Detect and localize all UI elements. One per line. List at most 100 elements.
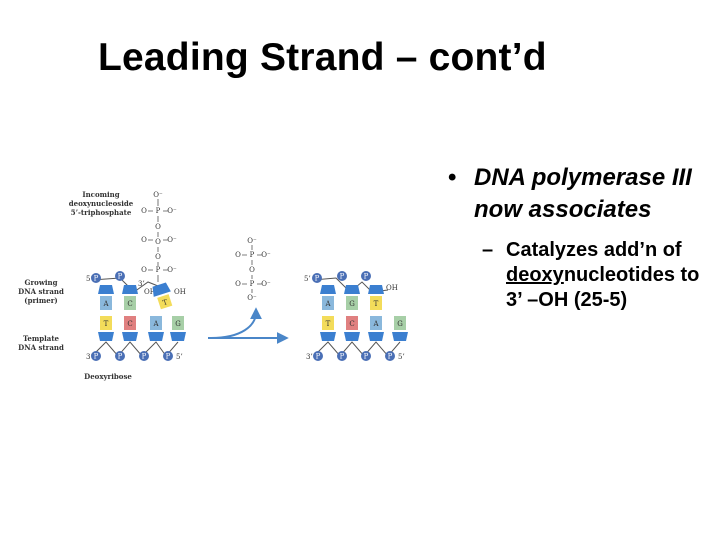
oxygen: O <box>235 280 241 288</box>
phosphate-circle <box>361 351 371 361</box>
base-label: T <box>162 298 169 307</box>
pyrophosphate: O⁻ O P O⁻ O O P O⁻ O⁻ <box>235 237 271 302</box>
deoxyribose-sugar <box>98 332 114 341</box>
thymine-base <box>100 316 112 330</box>
cytosine-base <box>124 316 136 330</box>
oxygen-minus: O⁻ <box>167 236 177 244</box>
base-label: T <box>374 300 379 308</box>
base-label: G <box>349 300 355 308</box>
incoming-nucleotide-label: Incoming deoxynucleoside 5’-triphosphate <box>69 190 134 217</box>
triphosphate-chain: O⁻ O P O⁻ O O O O⁻ O O P O⁻ <box>141 191 177 282</box>
phosphate-circle <box>91 273 101 283</box>
end-5prime-label: 5’ <box>398 353 405 361</box>
adenine-base <box>150 316 162 330</box>
oxygen-minus: O⁻ <box>153 191 163 199</box>
phosphate-circle <box>361 271 371 281</box>
deoxyribose-sugar <box>368 332 384 341</box>
oxygen-minus: O⁻ <box>167 207 177 215</box>
cytosine-base <box>346 316 358 330</box>
oxygen-minus: O⁻ <box>247 237 257 245</box>
deoxyribose-sugar <box>344 285 360 294</box>
phosphate-circle <box>139 351 149 361</box>
deoxyribose-sugar <box>170 332 186 341</box>
end-5prime-label: 5’ <box>86 275 93 283</box>
thymine-base <box>370 296 382 310</box>
thymine-base <box>157 294 173 310</box>
deoxyribose-sugar <box>344 332 360 341</box>
label-incoming-line1: Incoming <box>82 190 119 199</box>
bullet-item: • DNA polymerase III now associates <box>448 162 716 226</box>
base-label: G <box>397 320 403 328</box>
adenine-base <box>370 316 382 330</box>
phosphorus: P <box>250 251 255 259</box>
base-label: T <box>104 320 109 328</box>
sub-bullet-item: – Catalyzes add’n of deoxynucleotides to… <box>482 238 716 313</box>
phosphate-label: P <box>316 353 321 361</box>
hydroxyl-label: OH <box>144 288 156 296</box>
phosphate-circle <box>337 351 347 361</box>
phosphate-circle <box>312 273 322 283</box>
oxygen: O <box>235 251 241 259</box>
phosphate-label: P <box>340 353 345 361</box>
phosphate-label: P <box>142 353 147 361</box>
release-arrow-icon <box>210 307 262 339</box>
sub-bullet-text-underlined: deoxy <box>506 264 564 286</box>
phosphate-label: P <box>364 273 369 281</box>
deoxyribose-sugar <box>392 332 408 341</box>
phosphate-label: P <box>94 275 99 283</box>
bullet-list: • DNA polymerase III now associates – Ca… <box>448 162 716 313</box>
deoxyribose-sugar <box>98 285 114 294</box>
oxygen-minus: O⁻ <box>261 280 271 288</box>
adenine-base <box>100 296 112 310</box>
guanine-base <box>124 296 136 310</box>
deoxyribose-sugar <box>148 332 164 341</box>
phosphate-circle <box>313 351 323 361</box>
hydroxyl-label: OH <box>386 284 398 292</box>
oxygen: O <box>249 266 255 274</box>
base-label: G <box>175 320 181 328</box>
growing-strand-label: Growing DNA strand (primer) <box>18 278 64 305</box>
sub-bullet-text-suffix: nucleotides to 3’ –OH (25-5) <box>506 264 700 311</box>
deoxyribose-sugar <box>320 285 336 294</box>
oxygen: O <box>141 236 147 244</box>
hydroxyl-label: OH <box>174 288 186 296</box>
label-incoming-line2: deoxynucleoside <box>69 199 134 208</box>
phosphorus: P <box>156 266 161 274</box>
oxygen: O <box>141 266 147 274</box>
phosphate-circle <box>115 271 125 281</box>
sub-bullet-text-prefix: Catalyzes add’n of <box>506 239 682 261</box>
base-label: A <box>152 320 159 328</box>
oxygen: O <box>155 238 161 246</box>
deoxyribose-sugar <box>122 285 138 294</box>
sub-bullet-dash-icon: – <box>482 239 494 261</box>
phosphate-label: P <box>364 353 369 361</box>
phosphate-label: P <box>118 353 123 361</box>
oxygen: O <box>155 223 161 231</box>
deoxyribose-sugar <box>320 332 336 341</box>
phosphate-label: P <box>388 353 393 361</box>
deoxyribose-label: Deoxyribose <box>84 372 132 381</box>
phosphate-label: P <box>340 273 345 281</box>
phosphate-label: P <box>118 273 123 281</box>
label-incoming-line3: 5’-triphosphate <box>71 208 132 217</box>
oxygen: O <box>155 253 161 261</box>
deoxyribose-sugar <box>122 332 138 341</box>
base-label: A <box>372 320 379 328</box>
end-5prime-label: 5’ <box>176 353 183 361</box>
phosphate-circle <box>91 351 101 361</box>
phosphorus: P <box>156 207 161 215</box>
base-label: C <box>127 300 132 308</box>
phosphate-circle <box>385 351 395 361</box>
deoxyribose-sugar <box>368 285 384 294</box>
phosphate-circle <box>115 351 125 361</box>
template-strand-label: Template DNA strand <box>18 334 64 352</box>
base-label: T <box>326 320 331 328</box>
label-growing-line1: Growing <box>24 278 57 287</box>
end-3prime-label: 3’ <box>138 280 145 288</box>
phosphate-label: P <box>166 353 171 361</box>
base-label: A <box>324 300 331 308</box>
label-template-line2: DNA strand <box>18 343 64 352</box>
guanine-base <box>394 316 406 330</box>
phosphate-label: P <box>315 275 320 283</box>
oxygen-minus: O⁻ <box>167 266 177 274</box>
